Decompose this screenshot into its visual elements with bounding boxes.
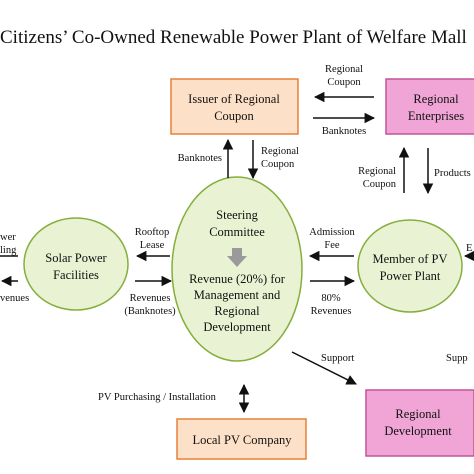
label-edge-e: E (466, 243, 472, 254)
issuer-label-1: Issuer of Regional (188, 92, 280, 106)
label-support-left: Support (321, 353, 354, 364)
issuer-label-2: Coupon (214, 109, 254, 123)
member-node: Member of PV Power Plant (357, 219, 463, 313)
steering-label-4: Management and (194, 288, 281, 302)
steering-label-1: Steering (216, 208, 258, 222)
steering-label-2: Committee (209, 225, 265, 239)
label-coupon-top-1: Regional (325, 64, 363, 75)
issuer-rect (170, 78, 299, 135)
label-support-right: Supp (446, 353, 468, 364)
steering-committee-ellipse (171, 176, 303, 362)
local-pv-company-label: Local PV Company (192, 433, 292, 447)
diagram-title: Citizens’ Co-Owned Renewable Power Plant… (0, 27, 467, 48)
arrow-support (291, 351, 357, 385)
label-pv-purchasing: PV Purchasing / Installation (98, 392, 217, 403)
issuer-box: Issuer of Regional Coupon (170, 78, 299, 135)
steering-label-5: Regional (214, 304, 260, 318)
regional-enterprises-rect (385, 78, 474, 135)
label-revenues-banknotes-1: Revenues (130, 293, 171, 304)
member-label-2: Power Plant (380, 269, 441, 283)
steering-committee-node: Steering Committee Revenue (20%) for Man… (171, 176, 303, 362)
arrow-labels: Regional Coupon Banknotes Banknotes Regi… (0, 64, 472, 403)
label-regional-coupon-right-1: Regional (358, 166, 396, 177)
regional-enterprises-label-1: Regional (413, 92, 459, 106)
label-eighty-1: 80% (321, 293, 341, 304)
steering-label-6: Development (203, 320, 271, 334)
solar-facilities-label-1: Solar Power (45, 251, 107, 265)
label-banknotes-right: Banknotes (322, 126, 366, 137)
regional-enterprises-box: Regional Enterprises (385, 78, 474, 135)
label-admission-1: Admission (309, 227, 355, 238)
regional-development-box: Regional Development (365, 389, 474, 457)
solar-facilities-label-2: Facilities (53, 268, 99, 282)
label-products: Products (434, 168, 471, 179)
member-ellipse (357, 219, 463, 313)
regional-development-rect (365, 389, 474, 457)
label-coupon-top-2: Coupon (327, 77, 361, 88)
label-banknotes-left: Banknotes (178, 153, 222, 164)
down-arrow-icon (227, 248, 247, 267)
label-edge-power: wer (0, 232, 16, 243)
label-edge-ling: ling (0, 245, 17, 256)
solar-facilities-ellipse (23, 217, 129, 311)
label-revenues-banknotes-2: (Banknotes) (124, 306, 176, 317)
label-regional-coupon-right-2: Coupon (363, 179, 397, 190)
solar-facilities-node: Solar Power Facilities (23, 217, 129, 311)
regional-development-label-1: Regional (395, 407, 441, 421)
label-eighty-2: Revenues (311, 306, 352, 317)
label-rooftop-1: Rooftop (135, 227, 169, 238)
label-admission-2: Fee (324, 240, 340, 251)
regional-development-label-2: Development (384, 424, 452, 438)
label-regional-coupon-left-1: Regional (261, 146, 299, 157)
label-rooftop-2: Lease (140, 240, 165, 251)
regional-enterprises-label-2: Enterprises (408, 109, 464, 123)
arrows (0, 91, 474, 414)
local-pv-company-rect (176, 418, 307, 460)
label-regional-coupon-left-2: Coupon (261, 159, 295, 170)
steering-label-3: Revenue (20%) for (189, 272, 286, 286)
member-label-1: Member of PV (373, 252, 448, 266)
label-edge-revenues: venues (0, 293, 29, 304)
local-pv-company-box: Local PV Company (176, 418, 307, 460)
